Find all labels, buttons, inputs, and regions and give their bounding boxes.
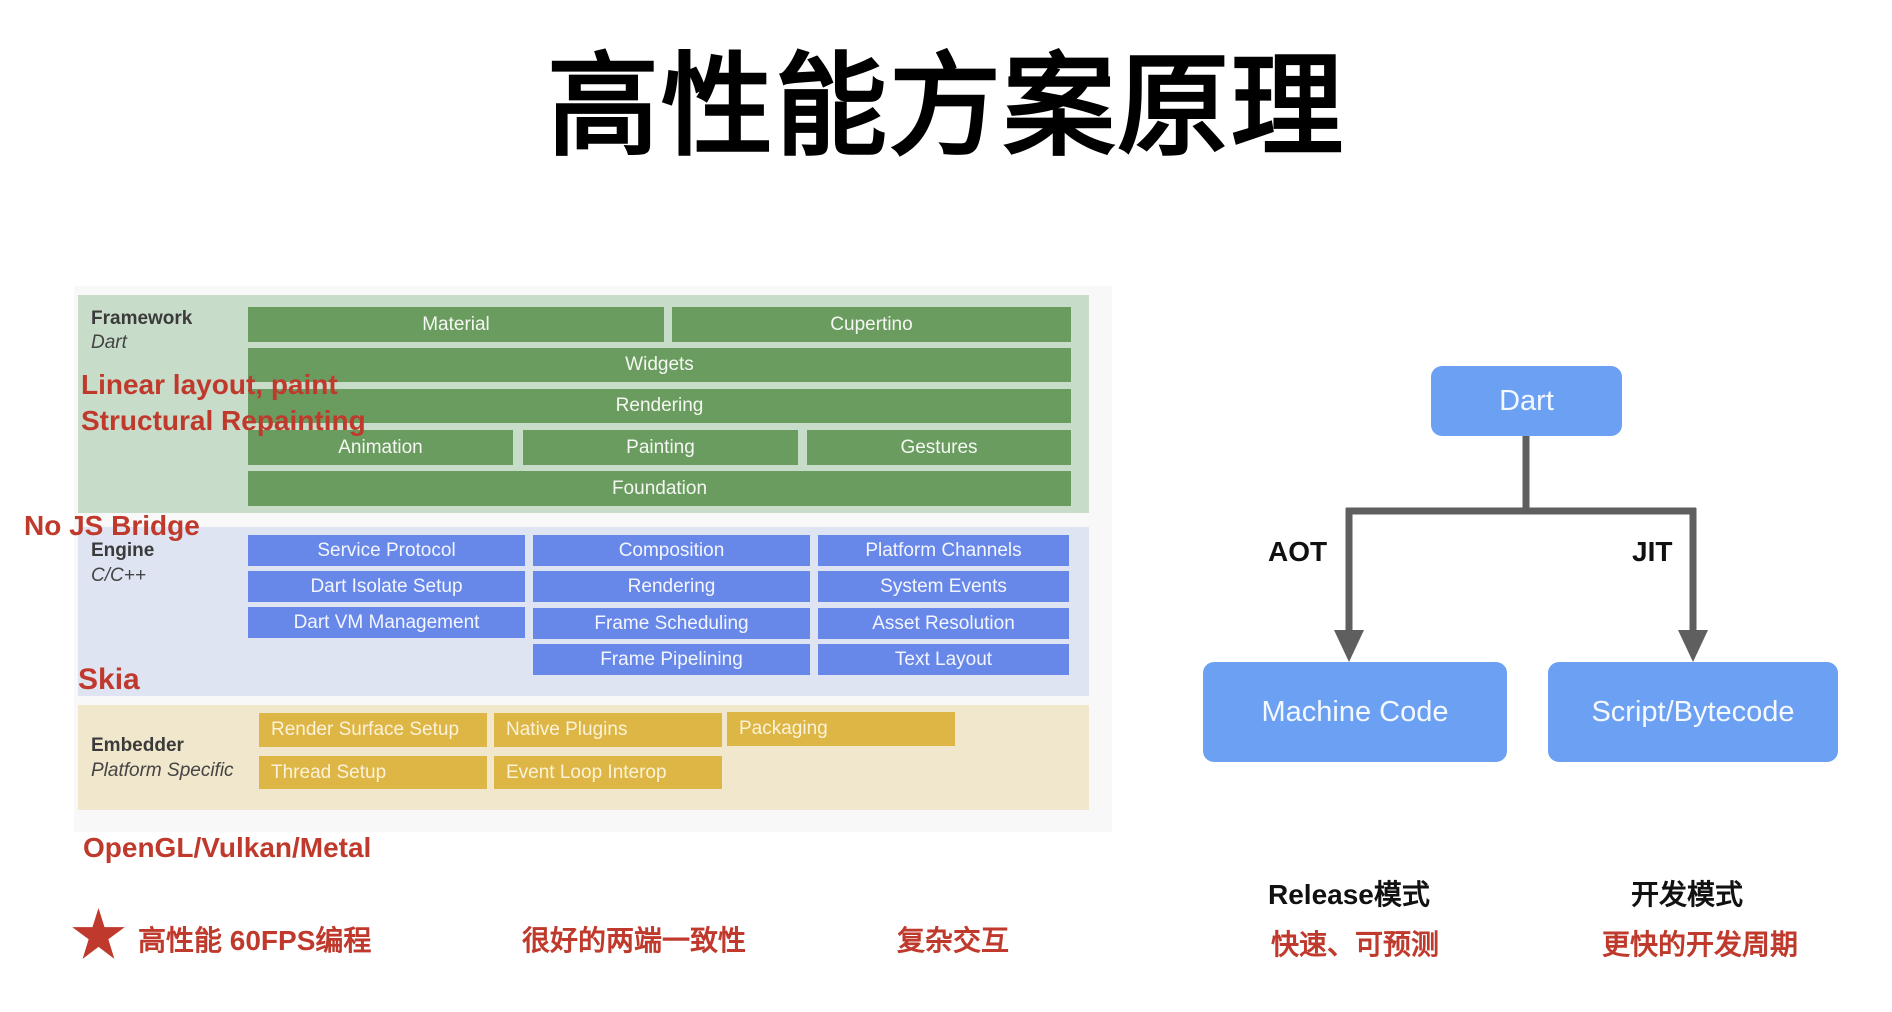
- framework-block-cupertino: Cupertino: [672, 307, 1071, 342]
- engine-block-dart-isolate-setup: Dart Isolate Setup: [248, 571, 525, 602]
- embedder-block-render-surface-setup: Render Surface Setup: [259, 713, 487, 747]
- release-mode-title: Release模式: [1268, 879, 1430, 910]
- framework-block-painting: Painting: [523, 430, 798, 465]
- annotation-skia: Skia: [78, 663, 140, 696]
- node-dart: Dart: [1431, 366, 1622, 436]
- arrowhead-aot: [1334, 630, 1364, 662]
- node-script-bytecode: Script/Bytecode: [1548, 662, 1838, 762]
- benefit-consistency: 很好的两端一致性: [522, 925, 747, 956]
- engine-block-text-layout: Text Layout: [818, 644, 1069, 675]
- engine-layer-name: Engine: [91, 540, 155, 561]
- engine-block-rendering: Rendering: [533, 571, 810, 602]
- embedder-layer-lang: Platform Specific: [91, 760, 234, 781]
- edge-label-aot: AOT: [1268, 536, 1328, 567]
- engine-block-system-events: System Events: [818, 571, 1069, 602]
- edge-label-jit: JIT: [1632, 536, 1673, 567]
- annotation-graphics-apis: OpenGL/Vulkan/Metal: [83, 832, 372, 863]
- engine-block-service-protocol: Service Protocol: [248, 535, 525, 566]
- framework-layer-name: Framework: [91, 308, 193, 329]
- annotation-structural-repainting: Structural Repainting: [81, 405, 366, 436]
- benefit-interaction: 复杂交互: [897, 925, 1010, 956]
- engine-layer-lang: C/C++: [91, 565, 146, 586]
- engine-block-composition: Composition: [533, 535, 810, 566]
- embedder-block-native-plugins: Native Plugins: [494, 713, 722, 747]
- embedder-block-packaging: Packaging: [727, 712, 955, 746]
- annotation-no-js-bridge: No JS Bridge: [24, 510, 200, 541]
- engine-block-dart-vm-management: Dart VM Management: [248, 607, 525, 638]
- framework-block-widgets: Widgets: [248, 348, 1071, 382]
- framework-block-gestures: Gestures: [807, 430, 1071, 465]
- engine-block-platform-channels: Platform Channels: [818, 535, 1069, 566]
- node-machine-code: Machine Code: [1203, 662, 1507, 762]
- release-mode-desc: 快速、可预测: [1271, 929, 1440, 960]
- dev-mode-desc: 更快的开发周期: [1602, 929, 1799, 960]
- framework-block-foundation: Foundation: [248, 471, 1071, 506]
- engine-block-frame-scheduling: Frame Scheduling: [533, 608, 810, 639]
- framework-block-material: Material: [248, 307, 664, 342]
- star-icon: [72, 908, 125, 959]
- framework-block-rendering: Rendering: [248, 389, 1071, 423]
- arrowhead-jit: [1678, 630, 1708, 662]
- embedder-block-thread-setup: Thread Setup: [259, 756, 487, 789]
- dev-mode-title: 开发模式: [1631, 879, 1744, 910]
- framework-layer-lang: Dart: [91, 332, 127, 353]
- slide-title: 高性能方案原理: [547, 42, 1345, 172]
- embedder-layer-name: Embedder: [91, 735, 184, 756]
- benefit-performance: 高性能 60FPS编程: [138, 925, 372, 956]
- annotation-linear-layout: Linear layout, paint: [81, 369, 338, 400]
- framework-block-animation: Animation: [248, 430, 513, 465]
- embedder-block-event-loop-interop: Event Loop Interop: [494, 756, 722, 789]
- engine-block-frame-pipelining: Frame Pipelining: [533, 644, 810, 675]
- engine-block-asset-resolution: Asset Resolution: [818, 608, 1069, 639]
